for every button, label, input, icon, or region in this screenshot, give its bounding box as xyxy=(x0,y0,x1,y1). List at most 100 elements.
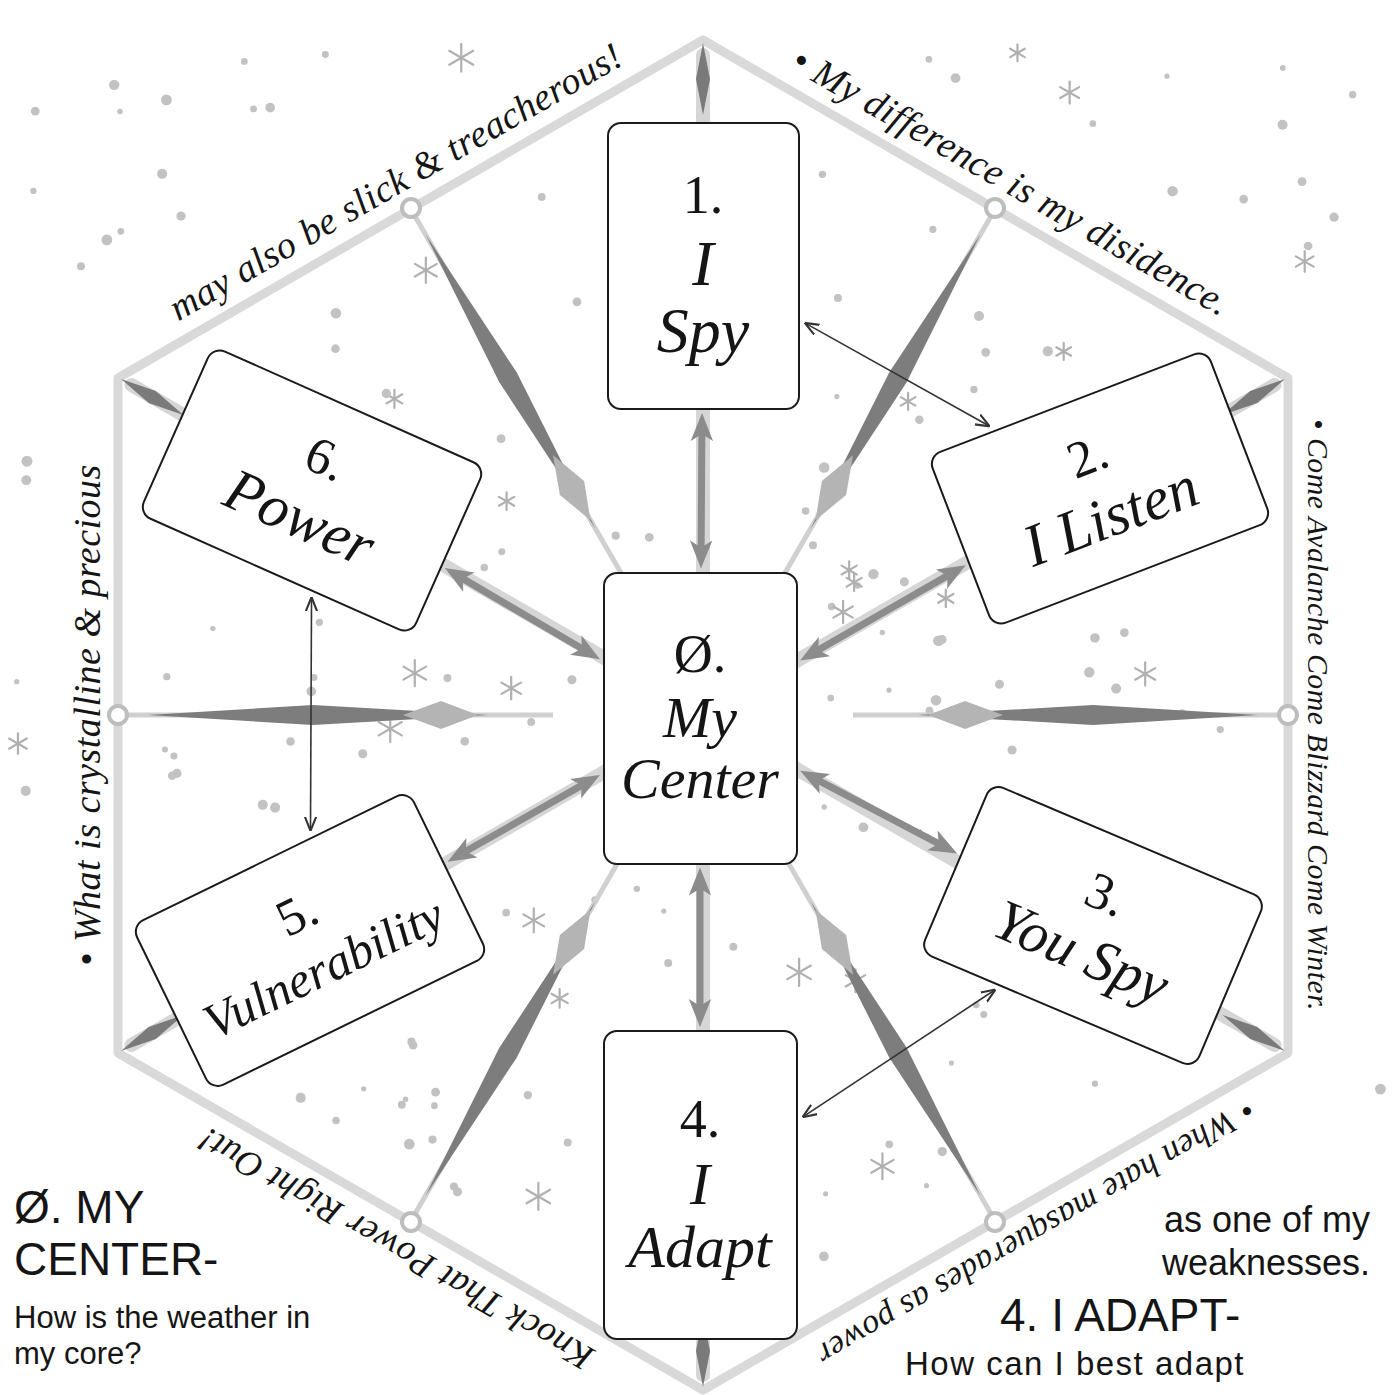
snow-dot xyxy=(974,311,984,321)
hex-dot xyxy=(986,199,1004,217)
snow-dot xyxy=(77,262,85,270)
snow-dot xyxy=(31,107,40,116)
snow-dot xyxy=(821,804,826,809)
snow-star xyxy=(9,733,27,753)
note-text: How is the weather in my core? xyxy=(14,1300,344,1371)
card-title: You Spy xyxy=(945,872,1217,1034)
star-ray xyxy=(787,966,811,980)
star-ray xyxy=(449,51,473,65)
verse-text: may also be slick & treacherous! xyxy=(161,35,629,329)
snow-star xyxy=(403,660,426,686)
snow-dot xyxy=(358,749,367,758)
snow-dot xyxy=(382,389,391,398)
snow-dot xyxy=(995,680,1004,689)
spread-card: 4.I Adapt xyxy=(603,1030,798,1340)
spread-card: 3.You Spy xyxy=(919,781,1267,1069)
star-ray xyxy=(871,1160,893,1173)
snow-dot xyxy=(802,507,810,515)
snow-dot xyxy=(176,211,185,220)
snow-star xyxy=(901,393,916,410)
flake-arrow xyxy=(697,889,704,1007)
snow-star xyxy=(552,989,568,1008)
verse-text: • My difference is my disidence. xyxy=(784,40,1237,325)
star-ray xyxy=(1056,347,1071,356)
card-number: 4. xyxy=(680,1091,721,1148)
snow-dot xyxy=(567,675,576,684)
snow-dot xyxy=(980,1011,987,1018)
star-ray xyxy=(1010,49,1025,57)
snow-star xyxy=(1056,343,1071,360)
snow-dot xyxy=(938,1147,947,1156)
snow-dot xyxy=(981,348,990,357)
connector-arrow xyxy=(803,990,996,1118)
snow-dot xyxy=(834,294,842,302)
note-text: Ø. MY CENTER- xyxy=(14,1182,274,1285)
star-ray xyxy=(1056,347,1071,356)
snow-dot xyxy=(645,533,654,542)
snow-dot xyxy=(316,619,323,626)
card-number: 2. xyxy=(1060,423,1116,488)
connector-arrow xyxy=(805,323,990,426)
star-ray xyxy=(527,1190,550,1204)
snow-dot xyxy=(819,462,830,473)
snow-dot xyxy=(931,695,942,706)
flake-arrow xyxy=(819,781,939,844)
snow-dot xyxy=(900,577,909,586)
snow-dot xyxy=(1304,242,1313,251)
star-ray xyxy=(833,606,852,617)
card-title: My Center xyxy=(613,688,788,810)
spread-card: 5.Vulnerability xyxy=(130,789,490,1091)
snow-dot xyxy=(431,1102,438,1109)
star-ray xyxy=(901,397,916,406)
star-ray xyxy=(403,667,426,680)
snow-dot xyxy=(612,532,620,540)
card-number: 3. xyxy=(1077,861,1134,926)
snow-dot xyxy=(30,188,36,194)
snow-star xyxy=(787,959,811,986)
card-number: Ø. xyxy=(674,626,727,683)
snow-dot xyxy=(664,959,672,967)
snow-dot xyxy=(924,1183,929,1188)
snow-dot xyxy=(970,386,977,393)
snow-dot xyxy=(868,569,878,579)
star-ray xyxy=(1135,668,1155,680)
star-ray xyxy=(415,264,437,277)
star-ray xyxy=(1060,87,1079,98)
star-ray xyxy=(787,966,811,980)
snow-dot xyxy=(444,674,452,682)
flake-spike xyxy=(403,701,478,729)
snow-dot xyxy=(21,786,31,796)
snow-star xyxy=(499,492,514,510)
hex-dot xyxy=(402,199,420,217)
flake-spike xyxy=(928,701,1003,729)
star-ray xyxy=(1296,256,1314,266)
hex-dot xyxy=(986,1213,1004,1231)
snow-dot xyxy=(1090,633,1100,643)
snow-dot xyxy=(157,169,167,179)
snow-dot xyxy=(1111,684,1121,694)
snow-star xyxy=(1060,82,1079,104)
star-ray xyxy=(847,578,862,587)
snow-dot xyxy=(497,434,506,443)
snow-dot xyxy=(524,1091,532,1099)
snow-dot xyxy=(1349,91,1356,98)
snow-dot xyxy=(858,822,868,832)
star-ray xyxy=(901,397,916,406)
snow-dot xyxy=(265,103,275,113)
note-text: 4. I ADAPT- xyxy=(1000,1290,1340,1341)
star-ray xyxy=(833,606,852,617)
snow-dot xyxy=(1167,186,1177,196)
card-title: I Spy xyxy=(653,230,753,364)
star-ray xyxy=(1060,87,1079,98)
snow-dot xyxy=(250,105,257,112)
star-ray xyxy=(552,994,568,1003)
snow-dot xyxy=(258,800,268,810)
connector-arrow xyxy=(310,597,311,831)
star-ray xyxy=(1010,49,1025,57)
flake-spike xyxy=(816,455,854,520)
snow-dot xyxy=(117,228,124,235)
spread-card: 6.Power xyxy=(137,344,486,635)
snow-star xyxy=(1010,45,1025,62)
star-ray xyxy=(501,683,521,694)
